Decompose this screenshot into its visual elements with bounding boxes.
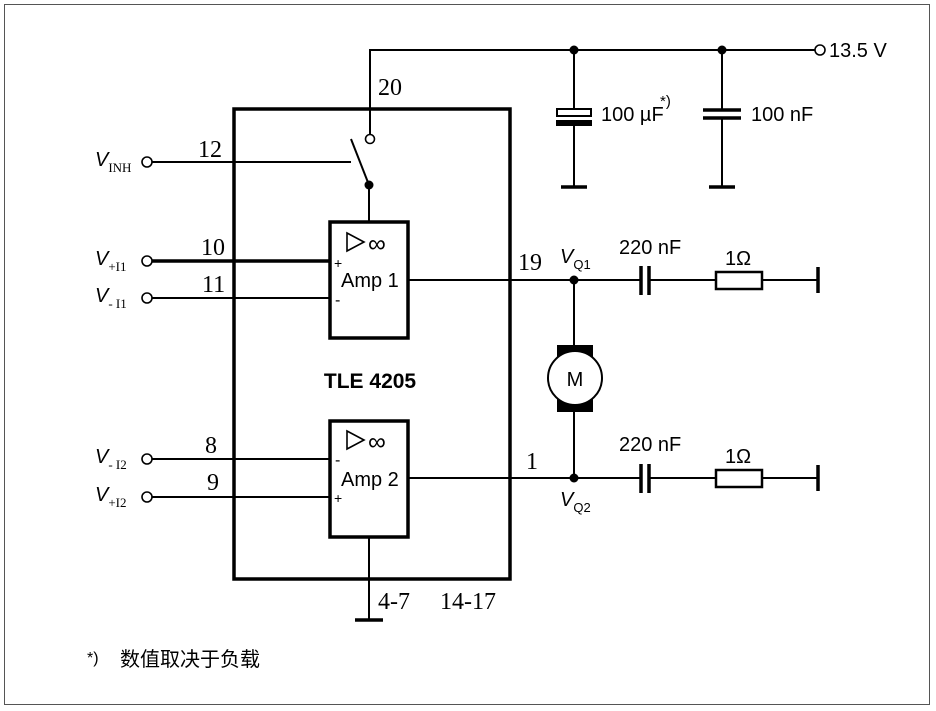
- pin-19-label: 19: [518, 250, 542, 276]
- amp1-plus-sign: +: [334, 255, 342, 271]
- amp2-label: Amp 2: [341, 469, 399, 491]
- amp1-label: Amp 1: [341, 270, 399, 292]
- inhibit-switch-blade: [350, 138, 370, 186]
- snubber2-resistor: [714, 468, 764, 489]
- snubber1-cap-label: 220 nF: [619, 237, 681, 259]
- pin-8-label: 8: [205, 433, 217, 459]
- bulk-cap-note: *): [660, 93, 671, 110]
- pin-9-label: 9: [207, 470, 219, 496]
- minus1-terminal: [141, 292, 153, 304]
- vq1-label: VQ1: [560, 246, 591, 272]
- amp1-triangle-icon: [346, 231, 366, 253]
- footnote-mark: *): [87, 650, 99, 667]
- motor-label: M: [567, 369, 584, 391]
- supply-rail: [369, 49, 815, 134]
- pin-1-label: 1: [526, 449, 538, 475]
- minus2-terminal: [141, 453, 153, 465]
- supply-voltage-label: 13.5 V: [829, 40, 887, 62]
- plus2-terminal: [141, 491, 153, 503]
- switch-contact: [364, 133, 376, 145]
- gnd-pins-b: 14-17: [440, 589, 496, 615]
- bulk-cap-plate-negative: [556, 120, 592, 126]
- amp2-infinity-icon: ∞: [368, 428, 386, 456]
- bulk-cap-plate-positive: [556, 108, 592, 117]
- vq2-label: VQ2: [560, 489, 591, 515]
- plus1-terminal: [141, 255, 153, 267]
- minus2-input-label: V- I2: [95, 446, 127, 472]
- inh-terminal: [141, 156, 153, 168]
- inh-input-label: VINH: [95, 149, 131, 175]
- amp2-plus-sign: +: [334, 490, 342, 506]
- amp2-minus-sign: -: [335, 452, 340, 469]
- pin-11-label: 11: [202, 272, 225, 298]
- bulk-cap-label: 100 µF: [601, 104, 664, 126]
- amp1-infinity-icon: ∞: [368, 230, 386, 258]
- snubber2-cap-label: 220 nF: [619, 434, 681, 456]
- plus1-input-label: V+I1: [95, 248, 127, 274]
- ic-name: TLE 4205: [324, 370, 417, 393]
- decoupling-cap-label: 100 nF: [751, 104, 813, 126]
- pin-12-label: 12: [198, 137, 222, 163]
- amp1-minus-sign: -: [335, 292, 340, 309]
- footnote-text: 数值取决于负载: [120, 648, 260, 671]
- minus1-input-label: V- I1: [95, 285, 127, 311]
- plus2-input-label: V+I2: [95, 484, 127, 510]
- supply-terminal: [814, 44, 826, 56]
- snubber1-res-label: 1Ω: [725, 248, 751, 270]
- motor-icon: [547, 350, 603, 406]
- snubber1-resistor: [714, 270, 764, 291]
- gnd-pins-a: 4-7: [378, 589, 410, 615]
- ic-body: [232, 107, 512, 581]
- snubber2-res-label: 1Ω: [725, 446, 751, 468]
- pin-10-label: 10: [201, 235, 225, 261]
- amp2-triangle-icon: [346, 429, 366, 451]
- diagram-frame: [4, 4, 930, 705]
- pin-20-label: 20: [378, 75, 402, 101]
